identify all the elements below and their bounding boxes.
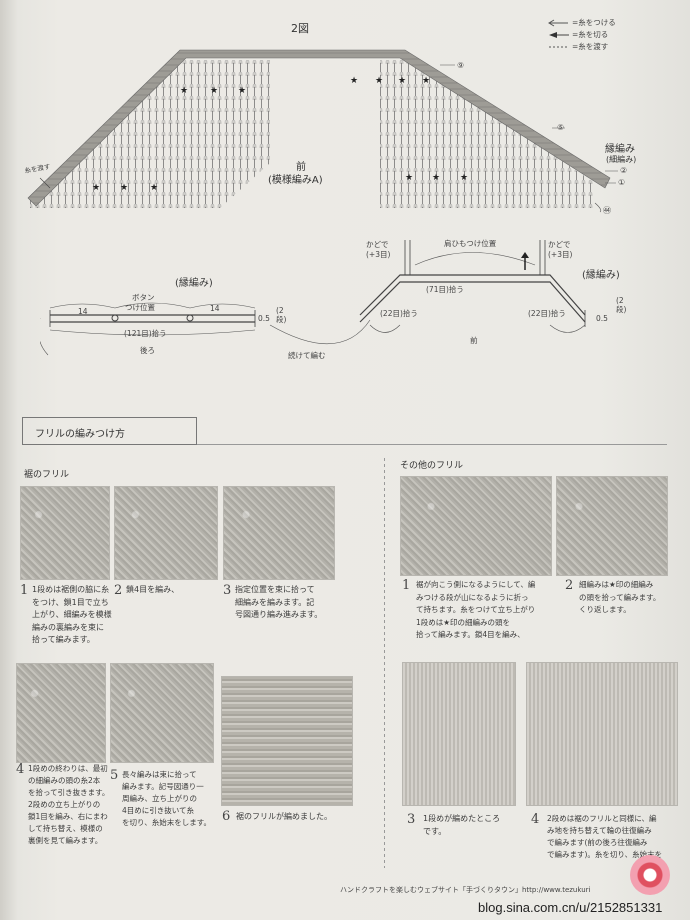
row-marker: ① (618, 178, 625, 187)
step-caption: 細編みは★印の細編み の頭を拾って編みます。 くり返します。 (579, 580, 661, 614)
step-caption: 1段めの終わりは、最初 の細編みの頭の糸2本 を拾って引き抜きます。 2段めの立… (28, 764, 110, 845)
svg-text:★: ★ (238, 86, 246, 96)
edging-label-paren: (細編み) (606, 155, 637, 164)
watermark-url: blog.sina.com.cn/u/2152851331 (478, 900, 663, 915)
step-photo-9 (402, 662, 516, 806)
arrow-outline-icon (548, 19, 568, 26)
svg-text:★: ★ (350, 76, 358, 86)
svg-text:★: ★ (460, 173, 468, 183)
svg-text:★: ★ (120, 183, 128, 193)
row-marker: ⑤ (557, 123, 564, 132)
continue-note: 続けて編む (288, 351, 326, 360)
legend: =糸をつける =糸を切る =糸を渡す (548, 17, 648, 52)
step-number: 3 (407, 812, 416, 827)
legend-carry: =糸を渡す (548, 41, 648, 52)
step-photo-4 (16, 663, 106, 763)
pattern-label: (模様編みA) (268, 175, 323, 186)
svg-text:★: ★ (375, 76, 383, 86)
row-marker: ⑨ (457, 61, 464, 70)
step-photo-1 (20, 486, 110, 580)
front-rows: (2 段) (616, 296, 627, 314)
back-width: 0.5 (258, 314, 270, 323)
front-width: 0.5 (596, 314, 608, 323)
step-caption: 2段めは裾のフリルと同様に、編 み地を持ち替えて輪の往復編み で編みます(前の後… (547, 814, 663, 859)
arrow-filled-icon (549, 31, 569, 38)
back-rows: (2 段) (276, 306, 287, 324)
step-number: 4 (531, 812, 540, 827)
step-number: 2 (565, 578, 574, 593)
step-photo-5 (110, 663, 214, 763)
section-title: フリルの編みつけ方 (35, 429, 125, 440)
svg-text:★: ★ (210, 86, 218, 96)
step-photo-3 (223, 486, 335, 580)
step-number: 5 (110, 768, 119, 783)
step-photo-8 (556, 476, 668, 576)
step-number: 3 (223, 583, 232, 598)
step-photo-10 (526, 662, 678, 806)
step-caption: 裾のフリルが編めました。 (236, 812, 332, 821)
step-number: 6 (222, 809, 231, 824)
right-heading: その他のフリル (400, 461, 464, 471)
footer-text: ハンドクラフトを楽しむウェブサイト「手づくりタウン」http://www.tez… (340, 886, 591, 894)
column-divider (384, 458, 385, 868)
step-number: 1 (20, 583, 29, 598)
corner-left: かどで (+3目) (366, 240, 391, 259)
watermark-logo (630, 855, 670, 895)
dashed-line-icon (549, 46, 569, 47)
row-marker: ② (620, 166, 627, 175)
step-caption: 指定位置を束に拾って 細編みを編みます。記 号図通り編み進みます。 (235, 585, 323, 619)
legend-join: =糸をつける (548, 17, 648, 28)
back-right-num: 14 (210, 304, 220, 313)
row-marker: ㊹ (603, 206, 611, 215)
step-number: 2 (114, 583, 123, 598)
svg-text:★: ★ (405, 173, 413, 183)
front-edging: (縁編み) (582, 270, 620, 281)
step-caption: 鎖4目を編み、 (126, 585, 180, 594)
step-photo-6 (221, 676, 353, 806)
step-caption: 裾が向こう側になるようにして、編 みつける段が山になるように折っ て持ちます。糸… (416, 580, 536, 639)
section-title-box: フリルの編みつけ方 (22, 417, 197, 445)
svg-text:★: ★ (150, 183, 158, 193)
button-label-2: つけ位置 (125, 303, 155, 312)
edging-label: 縁編み (605, 144, 635, 155)
side-note: 糸を渡す (24, 162, 52, 175)
legend-cut: =糸を切る (548, 29, 648, 40)
step-number: 1 (402, 578, 411, 593)
step-photo-2 (114, 486, 218, 580)
front-label-lower: 前 (470, 336, 478, 345)
front-label: 前 (296, 162, 306, 173)
step-number: 4 (16, 762, 25, 777)
back-edging: (縁編み) (175, 278, 213, 289)
front-center: (71目)拾う (426, 285, 464, 294)
step-caption: 1段めが編めたところ です。 (423, 814, 501, 836)
svg-text:★: ★ (432, 173, 440, 183)
stitch-chart: ★ ★ ★ ★ ★ ★ ★ ★ ★ ★ ★ ★ ★ ⑨ ⑤ ② ① ㊹ 糸を渡す (24, 49, 627, 215)
front-left-pick: (22目)拾う (380, 309, 418, 318)
svg-text:★: ★ (180, 86, 188, 96)
divider (197, 444, 667, 445)
schematics (40, 240, 586, 356)
svg-text:★: ★ (422, 76, 430, 86)
step-caption: 長々編みは束に拾って 編みます。記号図通り一 周編み、立ち上がりの 4目めに引き… (122, 770, 211, 827)
back-label: 後ろ (140, 346, 155, 355)
front-right-pick: (22目)拾う (528, 309, 566, 318)
button-label: ボタン (132, 293, 155, 302)
figure-title: 2図 (291, 22, 309, 35)
left-heading: 裾のフリル (24, 470, 70, 480)
step-photo-7 (400, 476, 552, 576)
back-stitches: (121目)拾う (124, 329, 167, 338)
back-left-num: 14 (78, 307, 88, 316)
svg-text:★: ★ (398, 76, 406, 86)
step-caption: 1段めは裾側の脇に糸 をつけ、鎖1目で立ち 上がり、細編みを模様 編みの裏編みを… (32, 585, 112, 644)
strap-position: 肩ひもつけ位置 (444, 239, 497, 248)
corner-right: かどで (+3目) (548, 240, 573, 259)
svg-text:★: ★ (92, 183, 100, 193)
